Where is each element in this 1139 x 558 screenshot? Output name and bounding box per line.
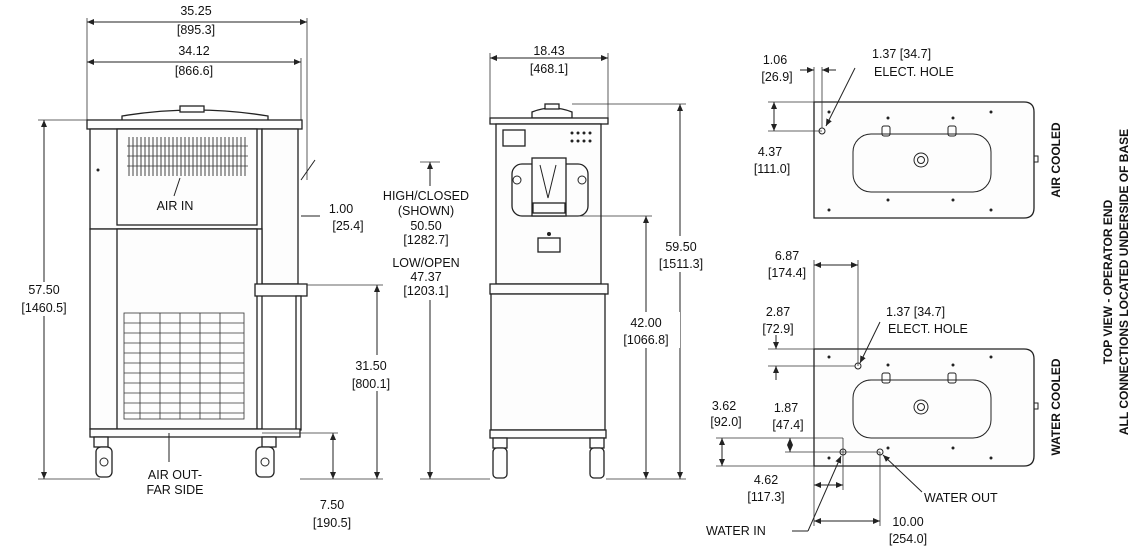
air-hole-label: ELECT. HOLE <box>874 65 954 79</box>
overall-height-mm: [1460.5] <box>21 301 66 315</box>
water-in-label: WATER IN <box>706 524 766 538</box>
cabinet-width-inch: 34.12 <box>178 44 209 58</box>
spout <box>532 202 566 214</box>
water-cooled-title: WATER COOLED <box>1049 358 1063 455</box>
front-height-inch: 59.50 <box>665 240 696 254</box>
high-closed-label: HIGH/CLOSED <box>383 189 469 203</box>
side-view: 35.25 [895.3] 34.12 [866.6] <box>14 4 408 530</box>
water-dim-f-inch: 10.00 <box>892 515 923 529</box>
overall-height-inch: 57.50 <box>28 283 59 297</box>
rear-column <box>261 128 299 285</box>
drip-cup <box>537 237 561 253</box>
overall-width-inch: 35.25 <box>180 4 211 18</box>
side-note: TOP VIEW - OPERATOR END ALL CONNECTIONS … <box>1101 129 1131 435</box>
front-lower-cabinet <box>490 293 606 431</box>
front-height-mm: [1511.3] <box>659 257 703 271</box>
control-panel <box>502 129 526 147</box>
front-caster-left <box>492 437 508 479</box>
air-cooled-title: AIR COOLED <box>1049 122 1063 198</box>
spout-height-inch: 42.00 <box>630 316 661 330</box>
air-dim-y-inch: 4.37 <box>758 145 782 159</box>
air-in-label: AIR IN <box>157 199 194 213</box>
water-dim-a-inch: 6.87 <box>775 249 799 263</box>
front-base <box>489 429 607 439</box>
air-in-leader <box>173 177 181 197</box>
wheel-offset-inch: 7.50 <box>320 498 344 512</box>
tray-height-inch: 31.50 <box>355 359 386 373</box>
caster-rear <box>255 436 277 478</box>
top-ledge <box>86 119 303 130</box>
air-cooled-drip-area <box>852 133 992 193</box>
water-dim-d-mm: [47.4] <box>772 418 803 432</box>
water-dim-b-mm: [72.9] <box>762 322 793 336</box>
intake-panel <box>116 128 258 226</box>
air-out-label: AIR OUT- <box>148 468 202 482</box>
caster-front <box>93 436 113 478</box>
front-view: 18.43 [468.1] HIGH/CLOSED <box>383 44 712 480</box>
water-cooled-drip-area <box>852 379 992 439</box>
water-dim-c-inch: 3.62 <box>712 399 736 413</box>
low-open-mm: [1203.1] <box>403 284 448 298</box>
water-dim-b-inch: 2.87 <box>766 305 790 319</box>
offset-mm: [25.4] <box>332 219 363 233</box>
top-view-air-cooled: 1.06 [26.9] 1.37 [34.7] ELECT. HOLE 4.37… <box>754 47 1063 219</box>
air-out-label-2: FAR SIDE <box>147 483 204 497</box>
air-dim-y-mm: [111.0] <box>754 162 790 176</box>
front-caster-right <box>589 437 605 479</box>
water-dim-d-inch: 1.87 <box>774 401 798 415</box>
air-hole-size: 1.37 [34.7] <box>872 47 931 61</box>
front-top-ledge <box>489 117 609 125</box>
high-closed-shown: (SHOWN) <box>398 204 454 218</box>
front-tray <box>489 283 609 295</box>
water-dim-e-mm: [117.3] <box>747 490 784 504</box>
tray-height-mm: [800.1] <box>352 377 390 391</box>
top-view-water-cooled: 6.87 [174.4] 1.37 [34.7] ELECT. HOLE 2.8… <box>706 249 1063 546</box>
water-dim-f-mm: [254.0] <box>889 532 927 546</box>
low-open-label: LOW/OPEN <box>392 256 459 270</box>
front-width-mm: [468.1] <box>530 62 568 76</box>
water-out-label: WATER OUT <box>924 491 998 505</box>
water-hole-size: 1.37 [34.7] <box>886 305 945 319</box>
air-dim-x-inch: 1.06 <box>763 53 787 67</box>
drip-tray <box>254 283 308 297</box>
water-dim-a-mm: [174.4] <box>768 266 806 280</box>
cabinet-width-mm: [866.6] <box>175 64 213 78</box>
front-width-inch: 18.43 <box>533 44 564 58</box>
note-line-2: ALL CONNECTIONS LOCATED UNDERSIDE OF BAS… <box>1117 129 1131 435</box>
offset-inch: 1.00 <box>329 202 353 216</box>
air-in-grille <box>127 137 248 176</box>
air-out-grille <box>123 312 245 420</box>
air-dim-x-mm: [26.9] <box>761 70 792 84</box>
lid-knob <box>179 105 205 113</box>
water-hole-label: ELECT. HOLE <box>888 322 968 336</box>
low-open-inch: 47.37 <box>410 270 441 284</box>
tray-support <box>295 295 302 431</box>
lower-panel <box>116 228 258 430</box>
note-line-1: TOP VIEW - OPERATOR END <box>1101 199 1115 364</box>
wheel-offset-mm: [190.5] <box>313 516 351 530</box>
spout-height-mm: [1066.8] <box>623 333 668 347</box>
water-dim-e-inch: 4.62 <box>754 473 778 487</box>
water-dim-c-mm: [92.0] <box>710 415 741 429</box>
high-closed-mm: [1282.7] <box>403 233 448 247</box>
overall-width-mm: [895.3] <box>177 23 215 37</box>
high-closed-inch: 50.50 <box>410 219 441 233</box>
